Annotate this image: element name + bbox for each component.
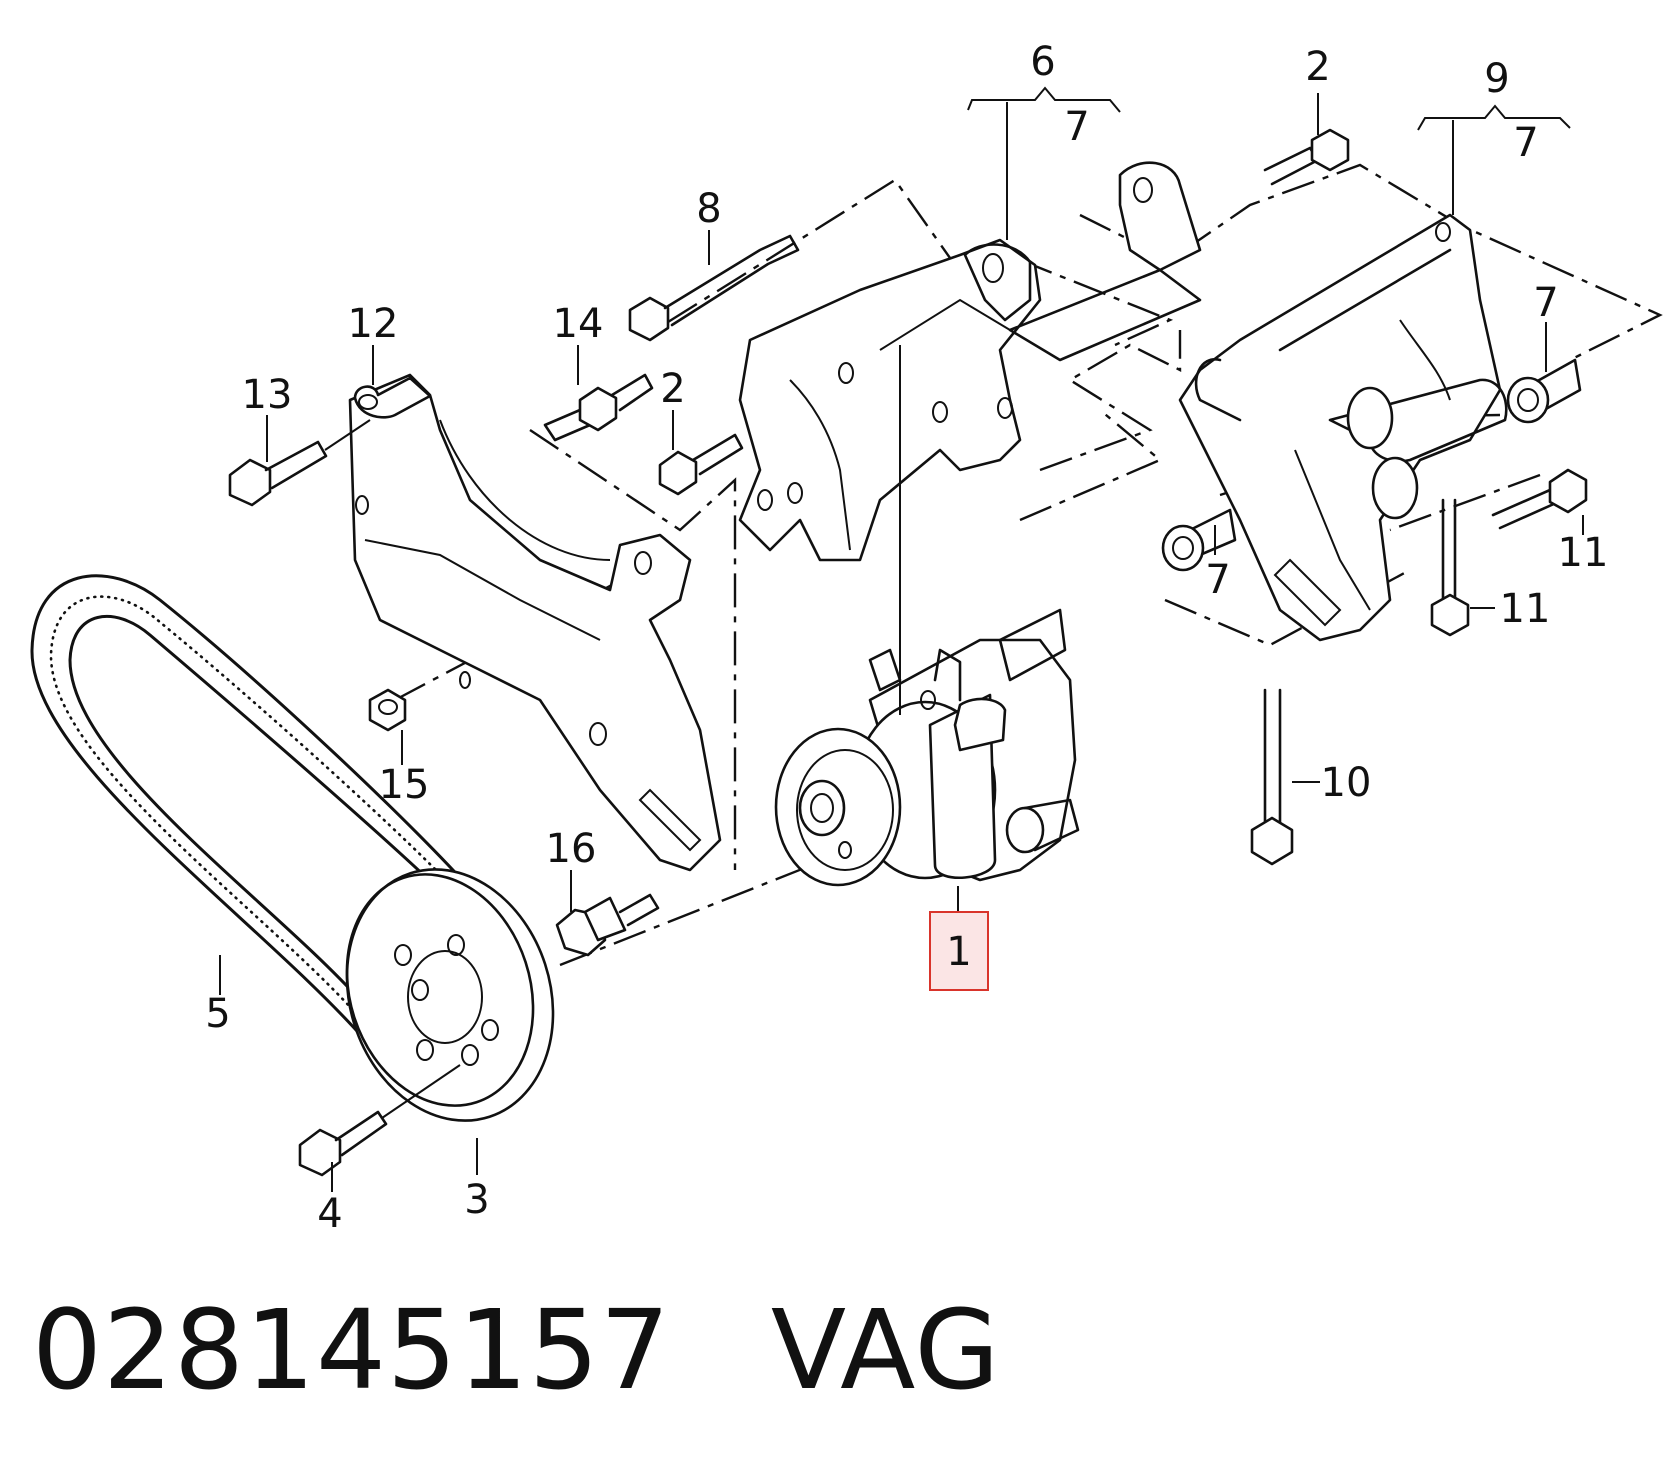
bracket-12 bbox=[348, 373, 722, 872]
callout-4: 4 bbox=[317, 1191, 342, 1237]
bolt-11-right bbox=[1491, 468, 1588, 530]
callout-7-bracket9: 7 bbox=[1513, 120, 1538, 166]
callout-12: 12 bbox=[348, 301, 399, 347]
brand-name: VAG bbox=[770, 1286, 1001, 1414]
callout-13: 13 bbox=[242, 372, 293, 418]
callout-5: 5 bbox=[205, 991, 230, 1037]
bolt-8 bbox=[628, 234, 800, 342]
bolt-2-top bbox=[1263, 128, 1350, 186]
bushing-7-left bbox=[1161, 508, 1237, 572]
callout-labels: 1 2 2 3 4 5 6 7 7 7 7 8 9 10 11 11 12 13… bbox=[205, 39, 1608, 1237]
bolt-11-vertical bbox=[1430, 498, 1470, 637]
callout-10: 10 bbox=[1321, 760, 1372, 806]
callout-2-top: 2 bbox=[1305, 44, 1330, 90]
part-number: 028145157 bbox=[32, 1286, 671, 1414]
spacer-upper bbox=[1118, 161, 1202, 272]
nut-15 bbox=[368, 688, 407, 732]
callout-7-left: 7 bbox=[1205, 557, 1230, 603]
callout-9: 9 bbox=[1484, 56, 1509, 102]
callout-8: 8 bbox=[696, 186, 721, 232]
bolt-2-middle bbox=[658, 433, 744, 496]
stud-14 bbox=[543, 373, 654, 442]
bracket-6 bbox=[738, 238, 1202, 562]
highlight-box bbox=[929, 911, 989, 991]
pulley bbox=[345, 868, 555, 1122]
bushing-7-right bbox=[1506, 358, 1582, 424]
power-steering-pump bbox=[774, 608, 1080, 915]
callout-7-right: 7 bbox=[1533, 280, 1558, 326]
bolt-16 bbox=[555, 893, 660, 957]
callout-7-bracket6: 7 bbox=[1064, 104, 1089, 150]
bolt-13 bbox=[228, 419, 371, 507]
bolt-4 bbox=[298, 1064, 461, 1177]
bolt-10 bbox=[1250, 688, 1294, 866]
callout-14: 14 bbox=[553, 301, 604, 347]
callout-11-right: 11 bbox=[1558, 530, 1609, 576]
callout-11-vertical: 11 bbox=[1500, 586, 1551, 632]
callout-15: 15 bbox=[379, 762, 430, 808]
callout-3: 3 bbox=[464, 1177, 489, 1223]
callout-2-middle: 2 bbox=[660, 366, 685, 412]
leader-lines bbox=[219, 86, 1584, 1192]
callout-16: 16 bbox=[546, 826, 597, 872]
callout-1: 1 bbox=[946, 929, 971, 975]
callout-6: 6 bbox=[1030, 39, 1055, 85]
footer-caption: 028145157 VAG bbox=[32, 1285, 1001, 1415]
bracket-9 bbox=[1178, 213, 1508, 642]
